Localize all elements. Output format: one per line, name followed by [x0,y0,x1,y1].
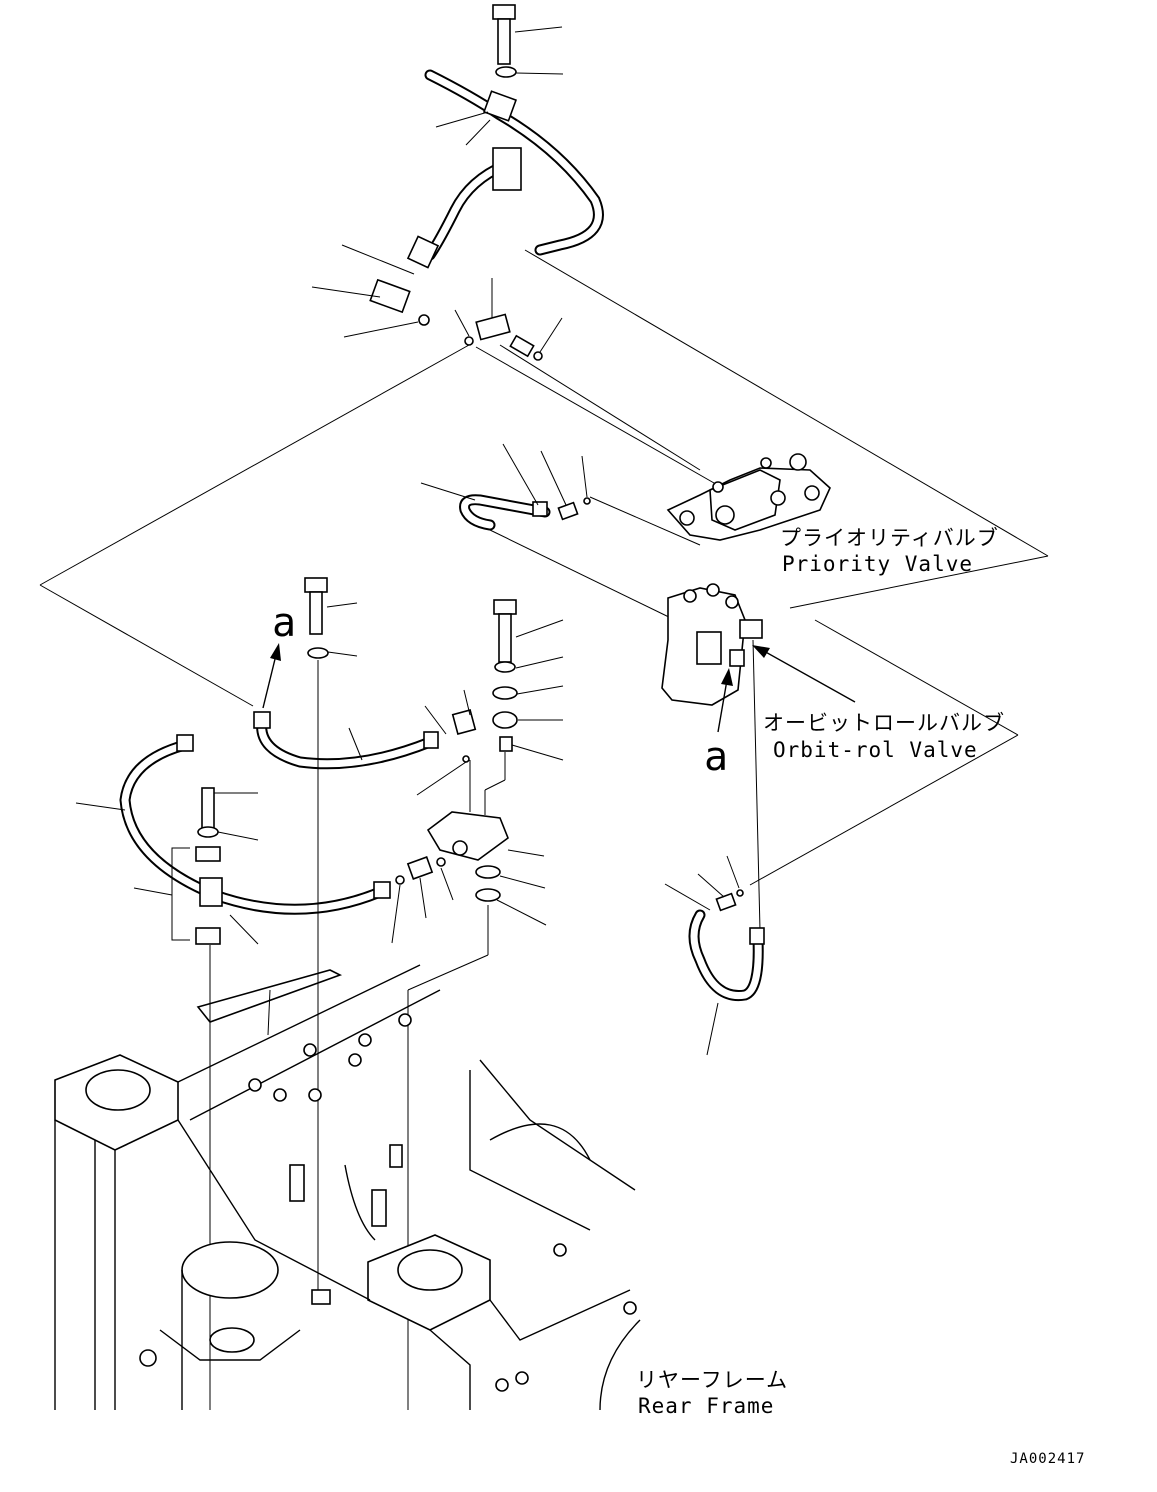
rear-frame-label-jp: リヤーフレーム [636,1368,788,1392]
orbitrol-valve-label-en: Orbit-rol Valve [773,738,978,762]
rear-frame-label-en: Rear Frame [638,1394,774,1418]
priority-valve-label-jp: プライオリティバルブ [780,526,999,550]
drawing-code: JA002417 [1010,1451,1085,1467]
middle-hose-assembly [420,443,591,531]
connection-lines [39,249,1049,931]
rear-frame [54,660,641,1411]
reference-a-hose: a [272,600,296,646]
orbitrol-valve-label-jp: オービットロールバルブ [763,711,1005,735]
reference-a-orbitrol: a [704,734,728,780]
orbitrol-valve [661,583,763,706]
priority-valve [666,453,831,541]
left-hose-group: a [75,577,564,1036]
top-hose-assembly [311,4,604,361]
priority-valve-label-en: Priority Valve [782,552,973,576]
right-lower-hose [664,855,765,1056]
